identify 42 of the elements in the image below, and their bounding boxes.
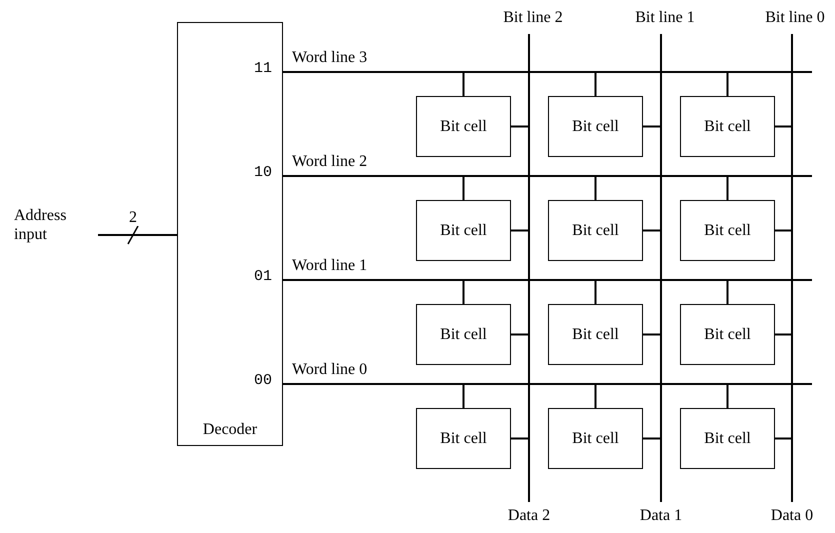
output-code-label: 00 [254,373,272,388]
address-bus [98,234,177,236]
data-output-label: Data 0 [760,506,824,528]
bit-line-label: Bit line 2 [497,8,569,30]
bus-width-label: 2 [128,210,138,226]
bit-cell-box [548,96,643,157]
bit-cell-box [548,304,643,365]
decoder-box [177,22,283,446]
cell-label: Bit cell [704,118,751,136]
output-code-label: 11 [254,61,272,76]
data-output-label: Data 1 [629,506,693,528]
bit-line [775,438,793,502]
bit-cell-box [680,304,775,365]
decoder-label: Decoder [202,421,258,439]
input-label: Address input [14,206,94,252]
cell-label: Bit cell [572,326,619,344]
cell-label: Bit cell [440,118,487,136]
data-output-label: Data 2 [497,506,561,528]
cell-label: Bit cell [704,430,751,448]
bit-line [643,438,662,502]
cell-label: Bit cell [704,326,751,344]
bit-line [511,438,530,502]
cell-label: Bit cell [440,430,487,448]
bit-line-label: Bit line 0 [758,8,832,30]
bit-cell-box [416,408,511,469]
bit-cell-box [416,200,511,261]
cell-label: Bit cell [572,118,619,136]
bit-line-label: Bit line 1 [629,8,701,30]
bit-cell-box [416,304,511,365]
cell-label: Bit cell [704,222,751,240]
bit-cell-box [680,96,775,157]
cell-label: Bit cell [572,430,619,448]
cell-label: Bit cell [440,326,487,344]
cell-label: Bit cell [440,222,487,240]
bit-cell-box [548,200,643,261]
bit-cell-box [680,408,775,469]
bit-cell-box [548,408,643,469]
output-code-label: 10 [254,165,272,180]
cell-label: Bit cell [572,222,619,240]
bit-cell-box [416,96,511,157]
output-code-label: 01 [254,269,272,284]
bit-cell-box [680,200,775,261]
